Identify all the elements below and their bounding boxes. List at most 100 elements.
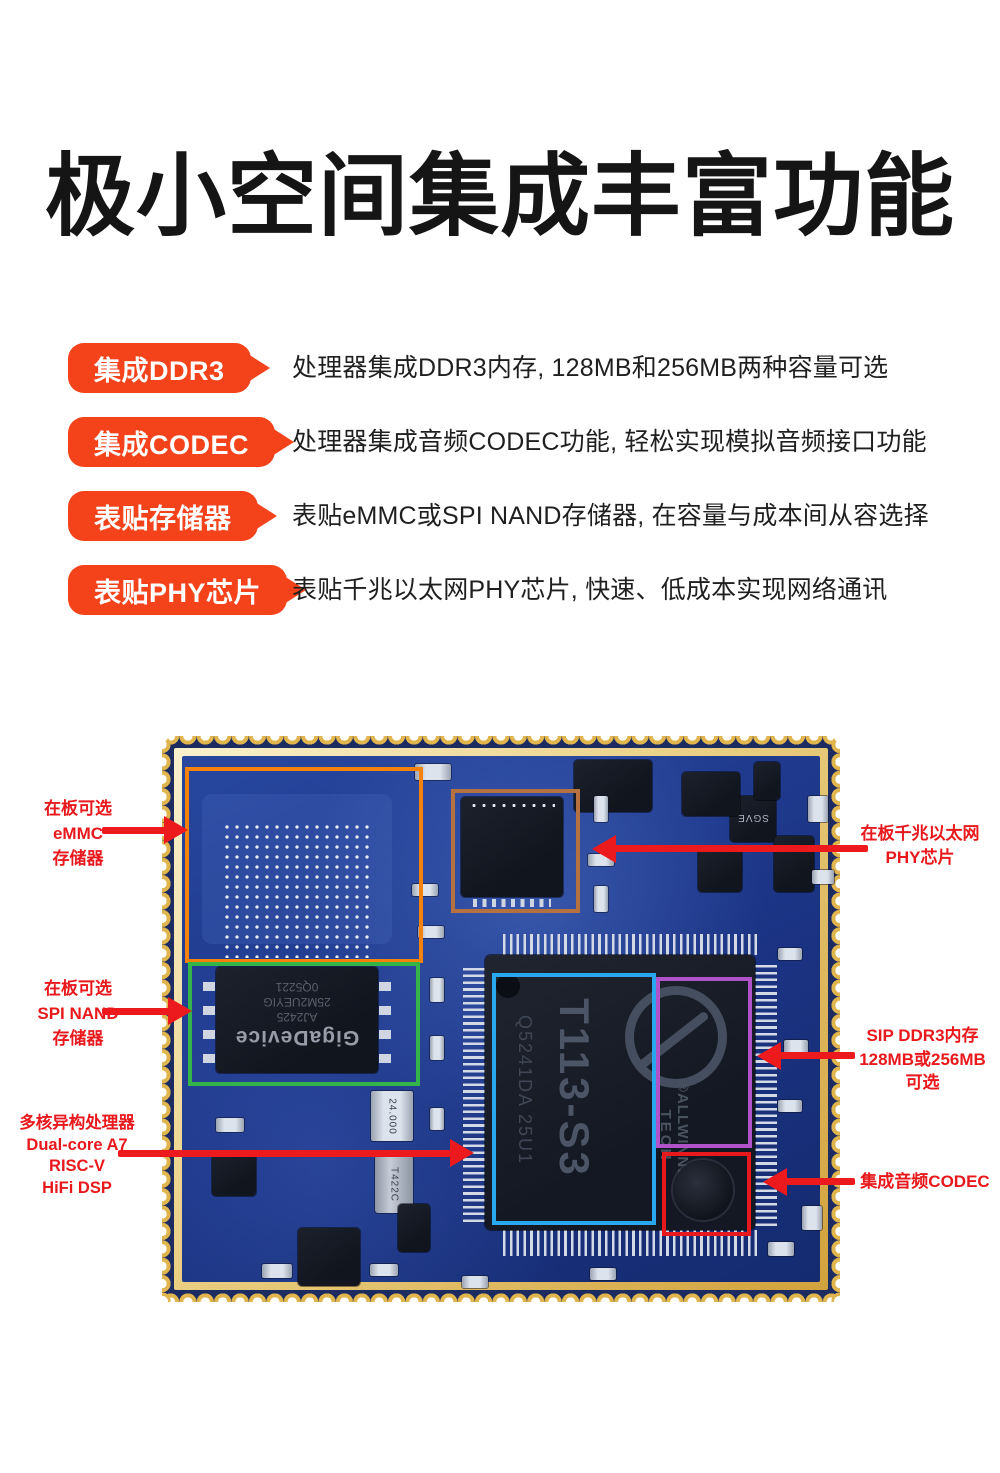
- corner-hole: [157, 731, 168, 742]
- callout-line: 可选: [905, 1073, 940, 1092]
- capacitor: [768, 1242, 794, 1256]
- feature-row: 表贴存储器 表贴eMMC或SPI NAND存储器, 在容量与成本间从容选择: [0, 491, 1000, 541]
- arrow-phy: [614, 845, 868, 852]
- board-component: [212, 1154, 256, 1196]
- arrowhead-spi-nand: [168, 997, 192, 1025]
- callout-line: SPI NAND: [37, 1004, 119, 1023]
- pin1-marker: [496, 974, 520, 998]
- som-board-photo: GigaDevice AJ2425 25M2UEYIG 0Q5221 Q5241…: [157, 731, 845, 1307]
- board-castellated-edge-top: [162, 736, 840, 749]
- callout-codec: 集成音频CODEC: [845, 1172, 1000, 1192]
- codec-area-feature: [673, 1160, 733, 1220]
- capacitor: [784, 1040, 808, 1054]
- callout-line: 128MB或256MB: [859, 1049, 986, 1069]
- callout-line: 在板可选: [44, 799, 112, 818]
- callout-line: 存储器: [52, 849, 104, 868]
- callout-phy: 在板千兆以太网 PHY芯片: [845, 822, 995, 870]
- smd-component: T422C: [375, 1155, 413, 1213]
- feature-badge-label: 表贴PHY芯片: [94, 577, 262, 608]
- soc-pins-right: [755, 964, 777, 1226]
- feature-description: 处理器集成DDR3内存, 128MB和256MB两种容量可选: [292, 354, 889, 382]
- board-component: [754, 762, 780, 800]
- highlight-box-codec: [662, 1152, 751, 1236]
- callout-spi-nand: 在板可选 SPI NAND 存储器: [8, 976, 148, 1051]
- arrow-emmc: [102, 827, 166, 834]
- spi-nand-chip: GigaDevice AJ2425 25M2UEYIG 0Q5221: [203, 967, 391, 1073]
- feature-badge-label: 集成DDR3: [94, 355, 225, 386]
- board-component: [398, 1204, 430, 1252]
- capacitor: [594, 886, 608, 912]
- allwinner-logo-icon: [625, 986, 727, 1088]
- feature-description: 表贴千兆以太网PHY芯片, 快速、低成本实现网络通讯: [292, 576, 888, 604]
- feature-badge-label: 表贴存储器: [94, 503, 232, 534]
- board-component: [682, 772, 740, 816]
- callout-line: 存储器: [52, 1029, 104, 1048]
- callout-emmc: 在板可选 eMMC 存储器: [8, 796, 148, 871]
- callout-line: RISC-V: [49, 1157, 105, 1175]
- arrowhead-codec: [763, 1168, 787, 1196]
- callout-line: PHY芯片: [885, 848, 955, 867]
- capacitor: [430, 978, 444, 1002]
- corner-hole: [157, 1296, 168, 1307]
- callout-line: eMMC: [52, 824, 104, 843]
- feature-badge-label: 集成CODEC: [94, 429, 250, 460]
- capacitor: [430, 1036, 444, 1060]
- callout-ddr: SIP DDR3内存 128MB或256MB 可选: [845, 1024, 1000, 1095]
- capacitor: [594, 796, 608, 822]
- crystal-oscillator: 24.000: [371, 1091, 413, 1141]
- feature-badge: 表贴PHY芯片: [68, 565, 288, 615]
- highlight-box-ddr: [656, 977, 752, 1148]
- arrow-codec: [785, 1178, 855, 1185]
- capacitor: [778, 948, 802, 960]
- arrowhead-ddr: [757, 1042, 781, 1070]
- capacitor: [418, 926, 444, 938]
- highlight-box-soc-die: [492, 973, 656, 1225]
- ethernet-phy-chip: [461, 797, 563, 907]
- arrow-cpu: [118, 1150, 452, 1157]
- callout-line: SIP DDR3内存: [866, 1026, 979, 1045]
- capacitor: [412, 884, 438, 896]
- page-title: 极小空间集成丰富功能: [45, 147, 955, 247]
- highlight-box-emmc: [185, 767, 423, 963]
- arrowhead-emmc: [164, 816, 188, 844]
- callout-line: 在板千兆以太网: [860, 824, 980, 843]
- board-component: [698, 848, 742, 892]
- capacitor: [370, 1264, 398, 1276]
- capacitor: [415, 764, 451, 780]
- capacitor: [808, 796, 828, 822]
- feature-row: 集成CODEC 处理器集成音频CODEC功能, 轻松实现模拟音频接口功能: [0, 417, 1000, 467]
- arrowhead-phy: [592, 835, 616, 863]
- callout-line: 多核异构处理器: [19, 1114, 135, 1132]
- callout-line: 集成音频CODEC: [860, 1172, 990, 1191]
- soc-pins-top: [503, 934, 757, 955]
- capacitor: [590, 1268, 616, 1280]
- board-castellated-edge-bottom: [162, 1289, 840, 1302]
- feature-description: 表贴eMMC或SPI NAND存储器, 在容量与成本间从容选择: [292, 502, 929, 530]
- arrow-spi-nand: [102, 1008, 170, 1015]
- arrowhead-cpu: [450, 1139, 474, 1167]
- feature-row: 集成DDR3 处理器集成DDR3内存, 128MB和256MB两种容量可选: [0, 343, 1000, 393]
- soc-pins-left: [463, 964, 485, 1222]
- capacitor: [216, 1118, 244, 1132]
- capacitor: [812, 870, 834, 884]
- capacitor: [778, 1100, 802, 1112]
- capacitor: [430, 1108, 444, 1130]
- callout-line: Dual-core A7: [26, 1135, 128, 1154]
- feature-badge: 表贴存储器: [68, 491, 258, 541]
- corner-hole: [834, 1296, 845, 1307]
- capacitor: [262, 1264, 292, 1278]
- capacitor: [462, 1276, 488, 1288]
- callout-line: 在板可选: [44, 979, 112, 998]
- corner-hole: [834, 731, 845, 742]
- feature-badge: 集成DDR3: [68, 343, 251, 393]
- board-component: [298, 1228, 360, 1286]
- highlight-box-spi-nand: [188, 962, 420, 1086]
- board-castellated-edge-right: [827, 736, 840, 1302]
- arrow-ddr: [779, 1052, 855, 1059]
- callout-line: HiFi DSP: [42, 1178, 112, 1197]
- feature-badge: 集成CODEC: [68, 417, 276, 467]
- crystal-marking: 24.000: [386, 1098, 398, 1135]
- highlight-box-phy: [451, 789, 580, 913]
- feature-row: 表贴PHY芯片 表贴千兆以太网PHY芯片, 快速、低成本实现网络通讯: [0, 565, 1000, 615]
- emmc-bga-pads: [222, 822, 372, 958]
